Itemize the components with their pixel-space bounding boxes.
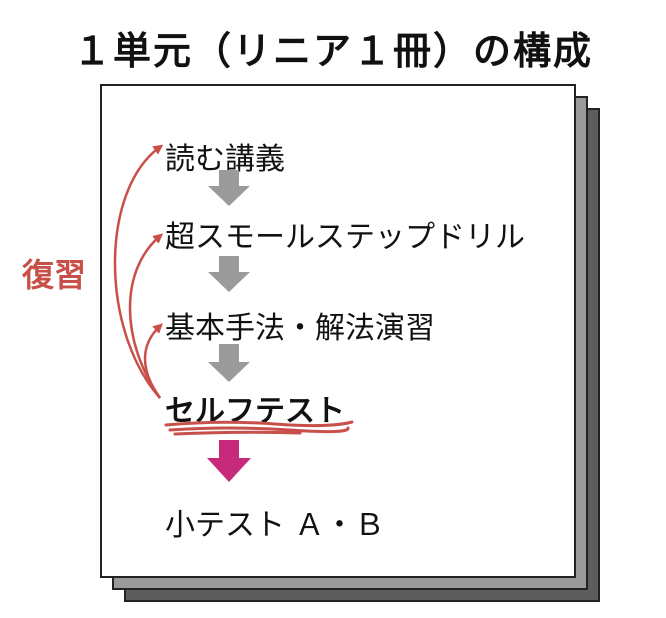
review-arrow-to-step1 <box>113 144 164 399</box>
step-basic-methods-practice: 基本手法・解法演習 <box>165 311 435 346</box>
self-test-underline <box>164 420 354 436</box>
flow-arrow-1 <box>208 170 250 206</box>
flow-arrow-3 <box>208 344 250 382</box>
step-small-step-drill: 超スモールステップドリル <box>165 220 525 255</box>
review-arrow-to-step2 <box>128 233 164 399</box>
page-title: １単元（リニア１冊）の構成 <box>72 29 593 73</box>
review-arrow-to-step3 <box>143 323 163 399</box>
step-mini-test-ab: 小テスト Ａ・Ｂ <box>165 508 385 543</box>
final-arrow <box>207 440 251 482</box>
review-label: 復習 <box>22 256 87 294</box>
main-sheet <box>100 84 576 578</box>
flow-arrow-2 <box>208 256 250 292</box>
